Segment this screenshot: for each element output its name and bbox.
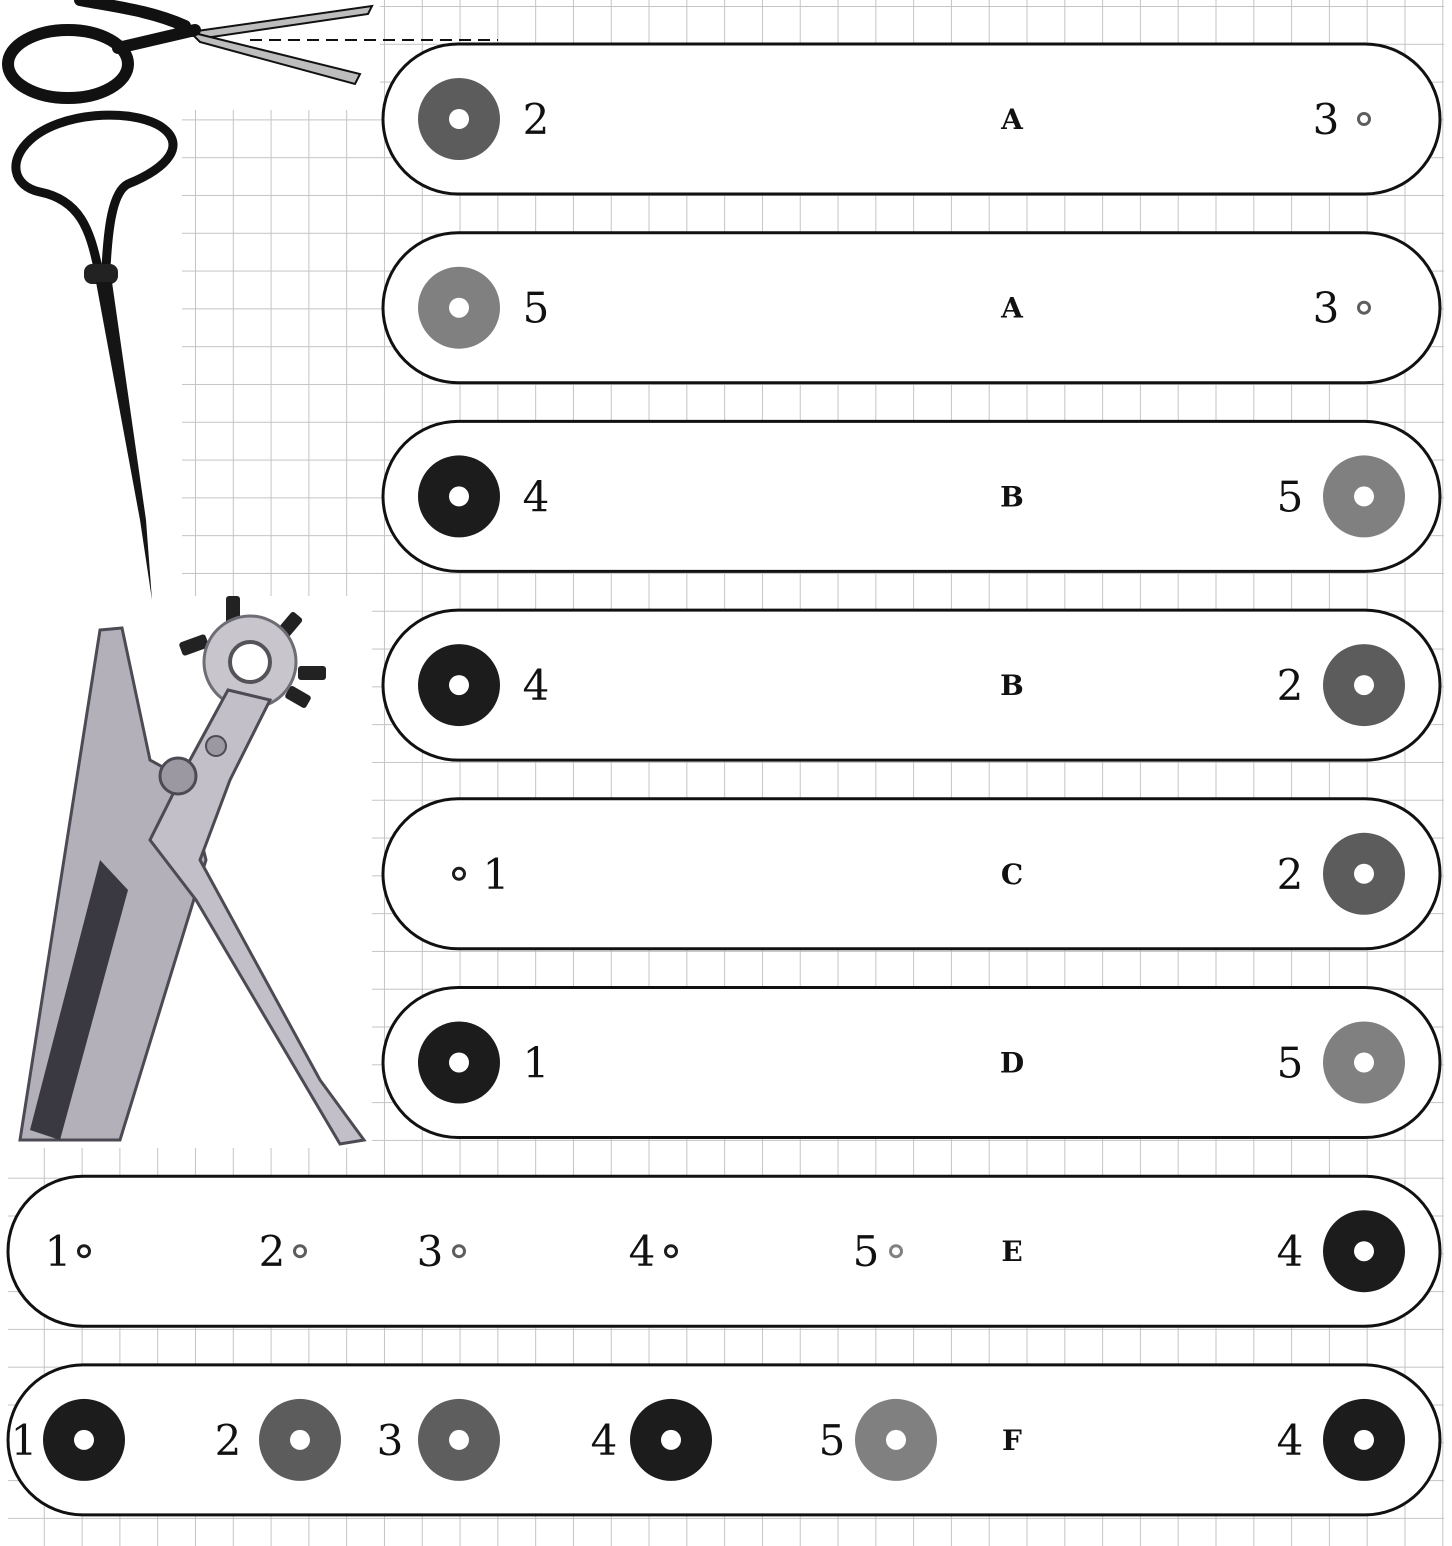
hole-size-1-washer [43,1399,125,1481]
hole-size-4-washer [418,455,500,537]
strap-letter: A [1000,103,1024,136]
hole-number-label: 4 [523,661,550,710]
strap-f-7: F 1 2 3 4 5 4 [8,1365,1440,1515]
hole-size-1-dot [454,868,465,879]
hole-number-label: 3 [377,1416,404,1465]
hole-number-label: 3 [1313,95,1340,144]
hole-size-1-dot [79,1246,90,1257]
hole-number-label: 5 [819,1416,846,1465]
hole-number-label: 4 [1277,1227,1304,1276]
strap-letter: F [1002,1424,1022,1457]
strap-a-0: A 2 3 [383,44,1440,194]
hole-number-label: 2 [215,1416,242,1465]
hole-size-4-washer [1323,1399,1405,1481]
strap-letter: A [1000,292,1024,325]
hole-size-5-washer [855,1399,937,1481]
hole-size-5-washer [1323,455,1405,537]
strap-letter: C [1001,858,1023,891]
strap-letter: B [1000,669,1024,702]
strap-outline [8,1176,1440,1326]
hole-number-label: 5 [1277,1039,1304,1088]
hole-number-label: 2 [1277,850,1304,899]
hole-size-3-washer [418,1399,500,1481]
hole-number-label: 5 [523,284,550,333]
hole-number-label: 4 [629,1227,656,1276]
hole-number-label: 4 [1277,1416,1304,1465]
hole-size-4-dot [666,1246,677,1257]
hole-number-label: 2 [259,1227,286,1276]
strap-a-1: A 5 3 [383,233,1440,383]
hole-size-2-washer [1323,644,1405,726]
hole-number-label: 2 [1277,661,1304,710]
strap-d-5: D 1 5 [383,988,1440,1138]
hole-number-label: 2 [523,95,550,144]
hole-number-label: 1 [11,1416,38,1465]
hole-number-label: 3 [1313,284,1340,333]
hole-size-1-washer [418,1022,500,1104]
hole-size-2-washer [418,78,500,160]
hole-number-label: 5 [853,1227,880,1276]
hole-size-5-washer [418,267,500,349]
hole-number-label: 1 [45,1227,72,1276]
strap-b-3: B 4 2 [383,610,1440,760]
hole-number-label: 5 [1277,472,1304,521]
hole-size-3-dot [1359,302,1370,313]
hole-number-label: 1 [523,1039,550,1088]
hole-size-5-dot [891,1246,902,1257]
hole-size-4-washer [1323,1210,1405,1292]
hole-size-5-washer [1323,1022,1405,1104]
strap-letter: D [1000,1047,1024,1080]
hole-size-4-washer [630,1399,712,1481]
hole-size-2-dot [295,1246,306,1257]
strap-c-4: C 1 2 [383,799,1440,949]
hole-number-label: 3 [417,1227,444,1276]
strap-e-6: E 1 2 3 4 5 4 [8,1176,1440,1326]
strap-b-2: B 4 5 [383,421,1440,571]
hole-size-3-dot [1359,114,1370,125]
strap-letter: B [1000,480,1024,513]
strap-letter: E [1001,1235,1022,1268]
hole-number-label: 4 [523,472,550,521]
hole-size-4-washer [418,644,500,726]
hole-number-label: 1 [483,850,510,899]
hole-number-label: 4 [591,1416,618,1465]
hole-size-3-dot [454,1246,465,1257]
hole-size-2-washer [259,1399,341,1481]
hole-size-2-washer [1323,833,1405,915]
